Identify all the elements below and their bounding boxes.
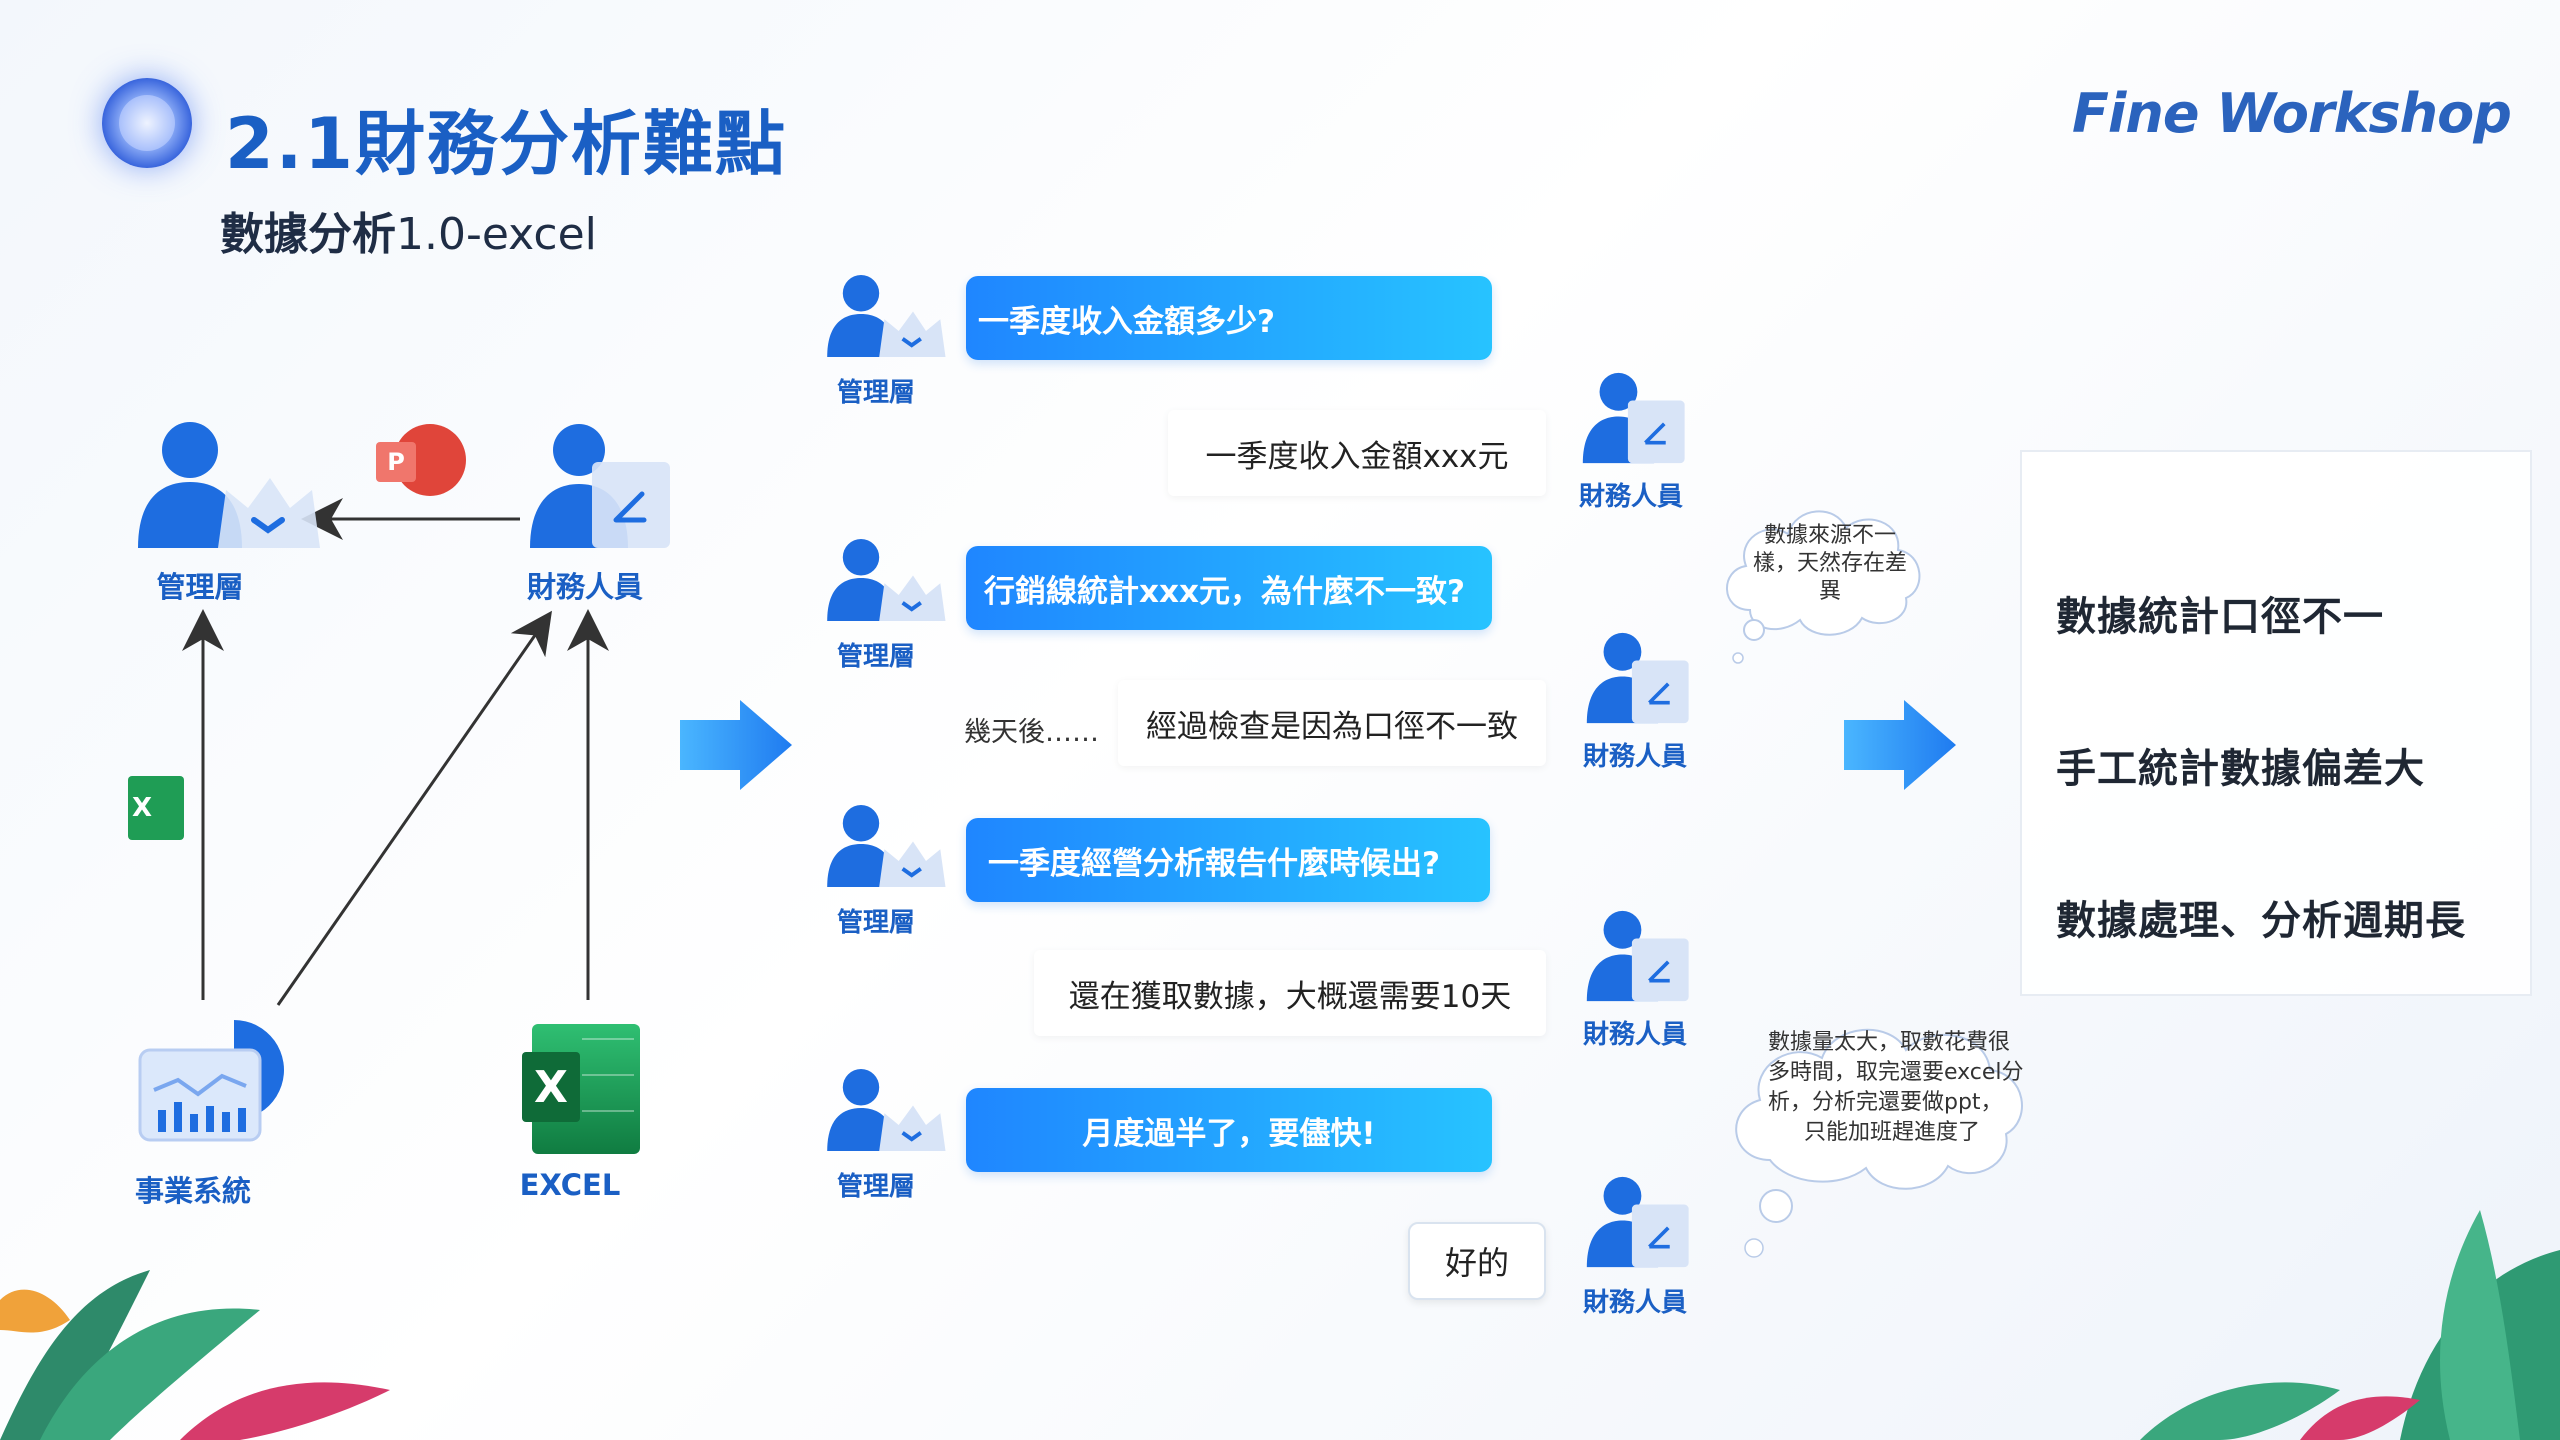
chat-message-8: 好的 — [1408, 1222, 1546, 1300]
excel-large-icon: X — [522, 1024, 640, 1154]
brand-logo: Fine Workshop — [2072, 82, 2512, 145]
chat-finance-label-1: 財務人員 — [1578, 482, 1683, 512]
leaves-right-decoration — [2140, 1210, 2560, 1440]
leaves-left-decoration — [0, 1270, 390, 1440]
finance-label: 財務人員 — [526, 570, 643, 604]
flow-arrow-2 — [1844, 700, 1956, 790]
thought-cloud-2-text: 數據量太大，取數花費很 多時間，取完還要excel分 析，分析完還要做ppt， … — [1768, 1028, 2048, 1148]
thought-cloud-2-line1: 數據量太大，取數花費很 — [1768, 1030, 2011, 1055]
ppt-letter: P — [376, 442, 416, 482]
subtitle-rest: 1.0-excel — [396, 209, 597, 260]
delay-note: 幾天後…… — [964, 717, 1099, 748]
chat-message-7: 月度過半了，要儘快! — [966, 1088, 1492, 1172]
chat-manager-icon-1 — [827, 275, 946, 357]
manager-person-icon — [138, 422, 320, 548]
chat-finance-label-4: 財務人員 — [1582, 1288, 1687, 1318]
chat-manager-icon-3 — [827, 805, 946, 887]
chat-message-2: 一季度收入金額xxx元 — [1168, 410, 1546, 496]
chat-finance-icon-1 — [1582, 372, 1685, 464]
chat-finance-label-2: 財務人員 — [1582, 742, 1687, 772]
page-title: 2.1財務分析難點 — [225, 103, 788, 185]
results-panel: 數據統計口徑不一 手工統計數據偏差大 數據處理、分析週期長 — [2020, 450, 2532, 996]
manager-label: 管理層 — [156, 570, 244, 604]
chat-manager-label-2: 管理層 — [836, 642, 915, 672]
page-subtitle: 數據分析1.0-excel — [220, 198, 597, 262]
chat-message-3: 行銷線統計xxx元，為什麼不一致? — [966, 546, 1492, 630]
system-to-finance-arrow — [276, 610, 552, 1006]
thought-cloud-1-text: 數據來源不一樣，天然存在差異 — [1752, 523, 1907, 604]
excel-small-icon: X — [128, 776, 184, 840]
thought-cloud-1-shape — [1726, 510, 1921, 664]
chat-manager-label-3: 管理層 — [836, 908, 915, 938]
chat-message-1: 一季度收入金額多少? — [966, 276, 1492, 360]
result-item-2: 手工統計數據偏差大 — [2056, 746, 2425, 792]
business-system-label: 事業系統 — [134, 1174, 251, 1208]
chat-finance-icon-4 — [1586, 1176, 1689, 1268]
chat-finance-icon-3 — [1586, 910, 1689, 1002]
thought-cloud-2-line2: 多時間，取完還要excel分 — [1768, 1060, 2024, 1085]
chat-manager-icon-4 — [827, 1069, 946, 1151]
chat-finance-icon-2 — [1586, 632, 1689, 724]
flow-arrow-1 — [680, 700, 792, 790]
excel-large-letter: X — [522, 1052, 580, 1122]
thought-cloud-2-line3: 析，分析完還要做ppt， — [1768, 1090, 2003, 1115]
subtitle-bold: 數據分析 — [220, 209, 396, 260]
chat-manager-icon-2 — [827, 539, 946, 621]
result-item-1: 數據統計口徑不一 — [2056, 594, 2384, 640]
finance-person-icon — [530, 424, 670, 548]
chat-message-4: 經過檢查是因為口徑不一致 — [1118, 680, 1546, 766]
business-system-icon — [138, 1020, 284, 1142]
chat-finance-label-3: 財務人員 — [1582, 1020, 1687, 1050]
result-item-3: 數據處理、分析週期長 — [2056, 898, 2466, 944]
excel-label: EXCEL — [519, 1168, 621, 1202]
thought-cloud-2-line4: 只能加班趕進度了 — [1804, 1120, 1981, 1145]
chat-message-6: 還在獲取數據，大概還需要10天 — [1034, 950, 1546, 1036]
thought-cloud-2-shape — [1735, 1028, 2023, 1258]
chat-manager-label-1: 管理層 — [836, 378, 915, 408]
chat-message-5: 一季度經營分析報告什麼時候出? — [966, 818, 1490, 902]
excel-small-letter: X — [132, 793, 153, 823]
title-orb-icon — [102, 78, 192, 168]
chat-manager-label-4: 管理層 — [836, 1172, 915, 1202]
ppt-icon: P — [376, 424, 468, 500]
